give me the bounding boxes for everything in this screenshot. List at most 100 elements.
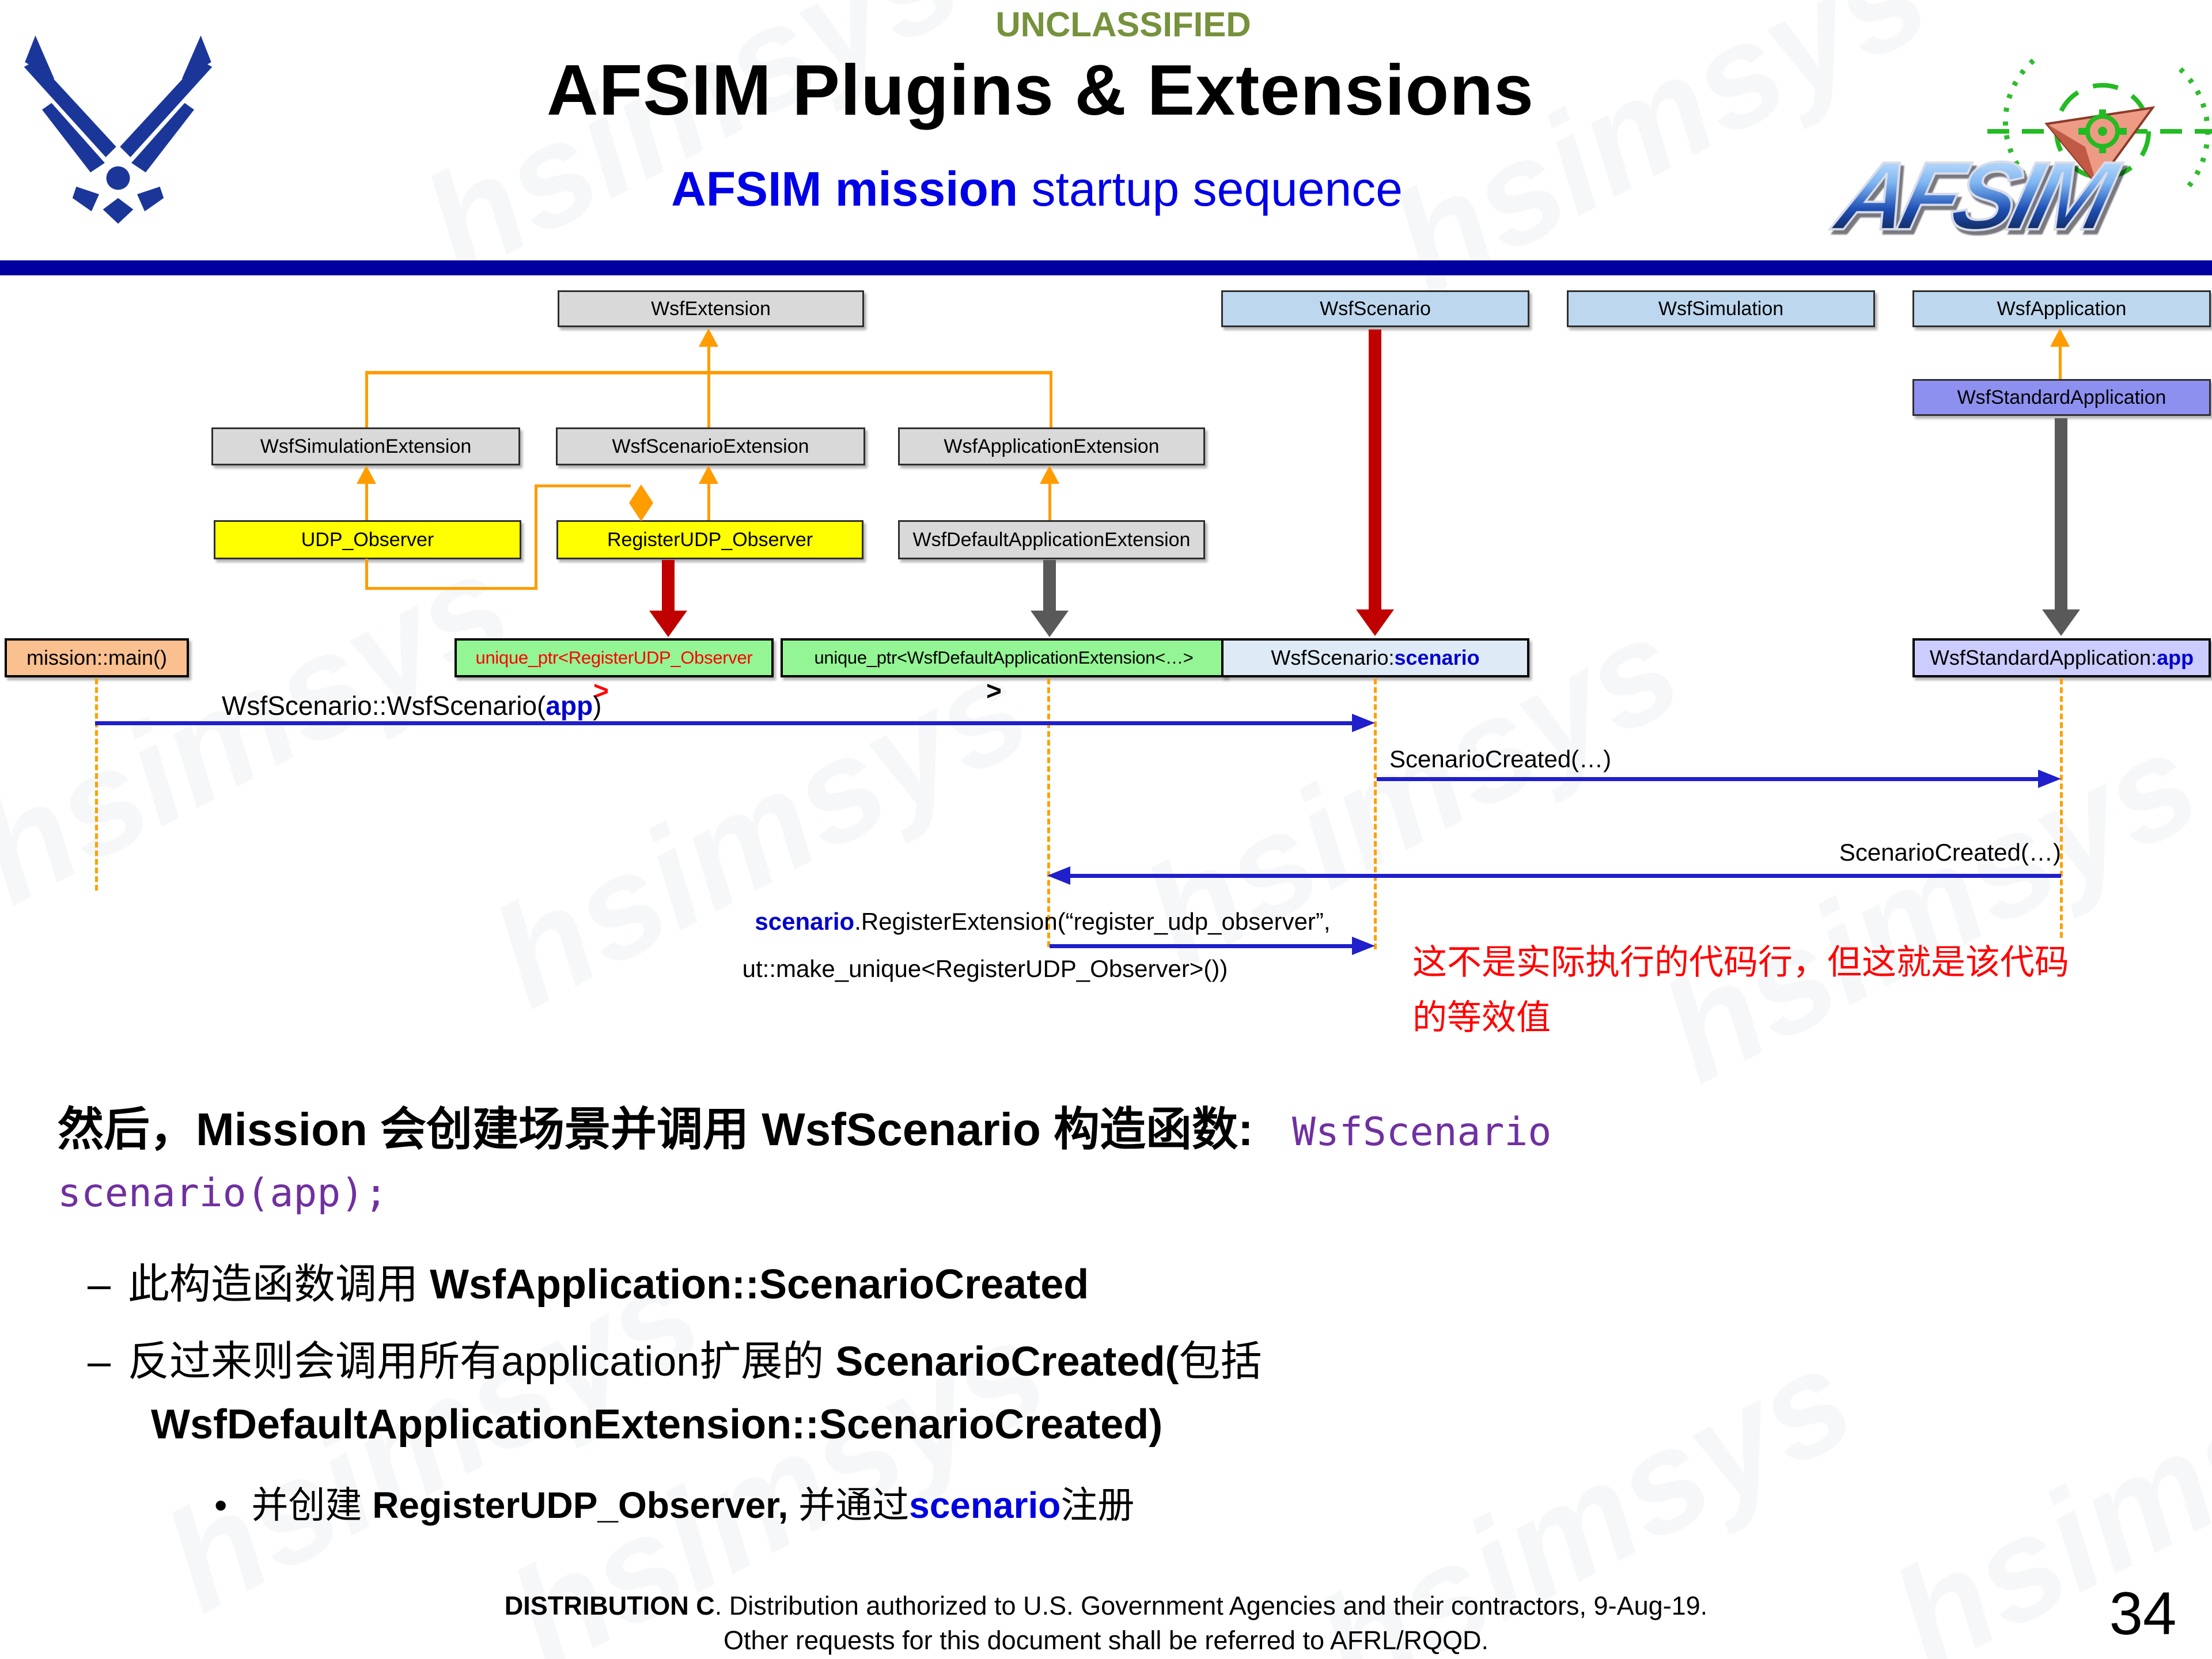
message-label-register-extension-line2: ut::make_unique<RegisterUDP_Observer>()): [742, 955, 1228, 982]
instance-name: scenario: [1394, 646, 1480, 669]
instantiate-arrow-red: [662, 560, 675, 612]
class-label: WsfScenario: [1320, 297, 1431, 320]
class-box-wsf-application: WsfApplication: [1912, 290, 2211, 327]
annotation-note-line2: 的等效值: [1412, 998, 1551, 1037]
class-box-udp-observer: UDP_Observer: [214, 520, 521, 559]
bullet-bold-text: WsfApplication::ScenarioCreated: [430, 1262, 1089, 1308]
message-arrow-4: [1050, 944, 1352, 948]
class-box-wsf-default-application-extension: WsfDefaultApplicationExtension: [898, 520, 1205, 559]
body-bullet-2: –反过来则会调用所有application扩展的 ScenarioCreated…: [88, 1327, 1262, 1388]
message-text: ): [593, 691, 602, 721]
bullet-text: 注册: [1060, 1484, 1135, 1526]
message-arrowhead-4: [1352, 937, 1375, 955]
inheritance-arrowhead: [1040, 465, 1059, 484]
subtitle-rest: startup sequence: [1018, 162, 1403, 216]
instance-box-unique-ptr-register: unique_ptr<RegisterUDP_Observer: [454, 638, 774, 677]
class-label: WsfSimulation: [1658, 297, 1784, 320]
page-number: 34: [2109, 1580, 2177, 1647]
afsim-logo-text: AFSIM: [1825, 141, 2199, 252]
bullet-dash: –: [88, 1339, 111, 1385]
inheritance-line: [707, 484, 710, 520]
class-box-wsf-extension: WsfExtension: [558, 290, 864, 327]
inheritance-line: [1048, 484, 1051, 520]
message-arrow-3: [1070, 874, 2061, 878]
instantiate-arrowhead-gray: [1031, 611, 1069, 637]
instance-box-app: WsfStandardApplication: app: [1912, 638, 2211, 677]
bullet-text: 此构造函数调用: [128, 1262, 430, 1308]
class-box-wsf-scenario-extension: WsfScenarioExtension: [556, 427, 865, 465]
instance-name: app: [2157, 646, 2194, 669]
afsim-reticle-icon: [1987, 58, 2212, 189]
body-text: 然后，Mission 会创建场景并调用 WsfScenario 构造函数:: [58, 1104, 1253, 1155]
instance-label: unique_ptr<RegisterUDP_Observer: [475, 647, 753, 668]
body-bullet-1: –此构造函数调用 WsfApplication::ScenarioCreated: [88, 1250, 1089, 1310]
wrap-mark-red: >: [593, 676, 609, 706]
lifeline-app: [2060, 679, 2063, 938]
message-label-register-extension-line1: scenario.RegisterExtension(“register_udp…: [674, 908, 1411, 935]
message-arg: scenario: [755, 908, 855, 935]
body-sub-bullet: •并创建 RegisterUDP_Observer, 并通过scenario注册: [214, 1476, 1134, 1529]
instance-label: unique_ptr<WsfDefaultApplicationExtensio…: [814, 647, 1194, 668]
instantiate-arrow-gray: [1043, 560, 1056, 612]
class-box-wsf-application-extension: WsfApplicationExtension: [898, 427, 1205, 465]
wrap-mark-black: >: [986, 676, 1002, 706]
message-text: WsfScenario::WsfScenario(: [222, 691, 546, 721]
instantiate-arrow-gray: [2055, 418, 2067, 611]
inheritance-arrowhead: [357, 465, 376, 484]
air-force-wings-icon: [24, 35, 213, 224]
bullet-blue-text: scenario: [909, 1484, 1061, 1526]
subtitle-bold: AFSIM mission: [671, 162, 1018, 216]
instance-label: WsfStandardApplication:: [1929, 646, 2157, 669]
inheritance-line: [365, 484, 368, 520]
aggregation-line: [365, 587, 537, 590]
lifeline-scenario: [1374, 679, 1377, 949]
inheritance-line: [707, 346, 710, 427]
instantiate-arrowhead-gray: [2042, 609, 2080, 636]
message-arrowhead-2: [2038, 770, 2061, 788]
class-box-wsf-simulation-extension: WsfSimulationExtension: [211, 427, 520, 465]
aggregation-line: [535, 484, 537, 590]
inheritance-line: [2059, 347, 2062, 379]
instantiate-arrowhead-red: [1356, 609, 1394, 636]
aggregation-line: [365, 559, 368, 589]
instance-label: WsfScenario:: [1271, 646, 1395, 669]
class-label: WsfScenarioExtension: [612, 435, 809, 457]
lifeline-default-extension: [1047, 679, 1050, 947]
class-box-wsf-standard-application: WsfStandardApplication: [1912, 379, 2211, 416]
instance-box-mission-main: mission::main(): [5, 638, 189, 677]
message-label-wsfscenario-ctor: WsfScenario::WsfScenario(app): [222, 690, 602, 721]
class-label: WsfSimulationExtension: [260, 435, 472, 457]
class-box-wsf-scenario: WsfScenario: [1221, 290, 1529, 327]
class-label: RegisterUDP_Observer: [607, 528, 813, 551]
bullet-bold-text: RegisterUDP_Observer,: [372, 1484, 789, 1526]
message-arrow-1: [95, 721, 1352, 725]
bullet-dot: •: [214, 1484, 228, 1526]
message-label-scenario-created-2: ScenarioCreated(…): [1839, 839, 2061, 866]
bullet-text: 并创建: [251, 1484, 373, 1526]
message-arrowhead-1: [1352, 714, 1375, 732]
inheritance-trunk: [365, 371, 1052, 374]
inheritance-arrowhead: [699, 328, 718, 347]
lifeline-mission-main: [95, 679, 98, 891]
annotation-note-line1: 这不是实际执行的代码行，但这就是该代码: [1412, 943, 2069, 982]
divider-bar: [0, 260, 2212, 275]
class-label: UDP_Observer: [301, 528, 434, 551]
message-label-scenario-created-1: ScenarioCreated(…): [1389, 745, 1612, 772]
inheritance-drop-left: [365, 371, 368, 427]
distribution-statement-line1: DISTRIBUTION C. Distribution authorized …: [0, 1591, 2212, 1621]
bullet-bold-text: ScenarioCreated(: [835, 1339, 1179, 1385]
class-label: WsfStandardApplication: [1957, 386, 2166, 408]
body-paragraph-1: 然后，Mission 会创建场景并调用 WsfScenario 构造函数: Ws…: [58, 1092, 1551, 1159]
instance-label: mission::main(): [26, 646, 168, 669]
instance-box-scenario: WsfScenario: scenario: [1221, 638, 1529, 677]
class-box-register-udp-observer: RegisterUDP_Observer: [556, 520, 863, 559]
body-code: WsfScenario: [1291, 1109, 1552, 1155]
air-force-logo-icon: [23, 35, 213, 225]
inheritance-drop-right: [1050, 371, 1052, 427]
aggregation-diamond-icon: [629, 484, 653, 521]
bullet-dash: –: [88, 1262, 111, 1308]
inheritance-arrowhead: [699, 465, 718, 484]
message-arg: app: [546, 691, 593, 721]
watermark-text: hsimsys: [0, 521, 535, 934]
